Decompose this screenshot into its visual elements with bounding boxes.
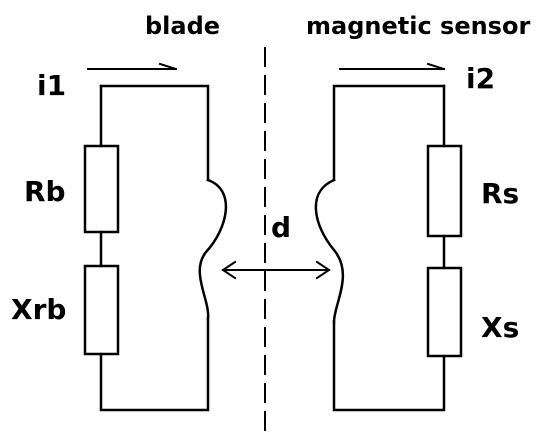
current-i1-label: i1 <box>37 69 67 102</box>
gap-arrow <box>221 260 331 280</box>
xrb-label: Xrb <box>11 293 67 326</box>
current-arrow-i2 <box>339 62 446 71</box>
gap-d-label: d <box>271 211 292 244</box>
xs-label: Xs <box>481 311 520 344</box>
sensor-bottom-wire <box>332 320 446 412</box>
blade-top-wire <box>99 84 210 182</box>
sensor-label: magnetic sensor <box>306 12 531 40</box>
sensor-circuit <box>314 84 463 412</box>
resistor-rs <box>426 144 463 238</box>
reactance-xrb <box>83 264 120 356</box>
sensor-top-wire <box>332 84 446 182</box>
sensor-face-curve <box>314 178 345 324</box>
blade-circuit <box>83 84 228 412</box>
blade-label: blade <box>145 12 221 40</box>
rs-label: Rs <box>481 177 520 210</box>
rb-label: Rb <box>24 175 66 208</box>
blade-bottom-wire <box>99 316 210 412</box>
current-i2-label: i2 <box>466 62 496 95</box>
resistor-rb <box>83 144 120 234</box>
current-arrow-i1 <box>87 62 178 71</box>
reactance-xs <box>426 266 463 358</box>
blade-tip-curve <box>198 178 228 320</box>
